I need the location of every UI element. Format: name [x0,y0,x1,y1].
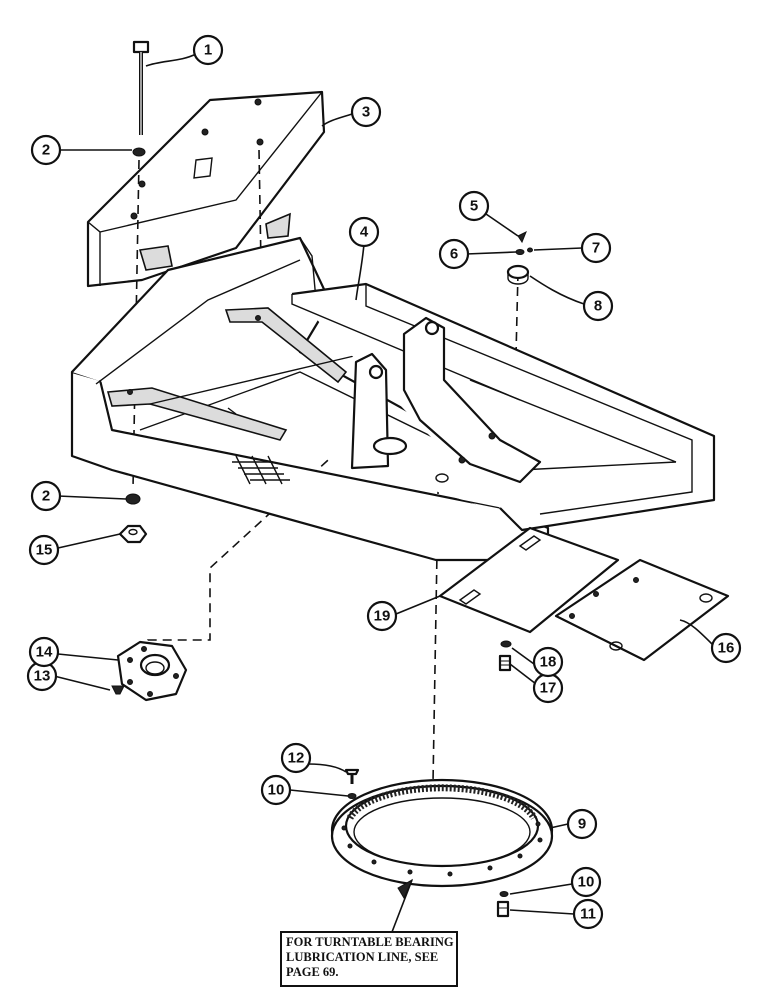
bolt-part [132,40,150,135]
svg-text:13: 13 [34,668,51,685]
callout-6: 6 [438,238,470,270]
callout-17: 17 [532,672,564,704]
callout-8: 8 [582,290,614,322]
svg-text:2: 2 [42,142,50,159]
callout-3: 3 [350,96,382,128]
svg-text:1: 1 [204,42,212,59]
svg-text:9: 9 [578,816,586,833]
flange-part [116,640,188,702]
svg-text:17: 17 [540,680,557,697]
screw-part [498,654,512,672]
upperstructure-frame-part [70,236,716,562]
washer-part [125,493,141,505]
svg-text:19: 19 [374,608,391,625]
callout-10: 10 [260,774,292,806]
turntable-bearing-part [330,778,554,888]
note-line: LUBRICATION LINE, SEE [286,950,439,964]
callout-10: 10 [570,866,602,898]
callout-1: 1 [192,34,224,66]
callout-2: 2 [30,134,62,166]
bolt-part [344,768,360,799]
svg-text:10: 10 [578,874,595,891]
svg-text:10: 10 [268,782,285,799]
svg-text:14: 14 [36,644,53,661]
callout-11: 11 [572,898,604,930]
callout-2: 2 [30,480,62,512]
small-hardware-group [506,230,533,285]
lubrication-note: FOR TURNTABLE BEARING LUBRICATION LINE, … [280,931,458,987]
callout-4: 4 [348,216,380,248]
screw-part [111,685,125,695]
svg-text:3: 3 [362,104,370,121]
svg-text:18: 18 [540,654,557,671]
note-line: PAGE 69. [286,965,339,979]
callout-7: 7 [580,232,612,264]
callout-16: 16 [710,632,742,664]
svg-text:4: 4 [360,224,369,241]
svg-text:2: 2 [42,488,50,505]
nut-part [118,524,148,544]
svg-text:11: 11 [580,906,596,923]
callout-9: 9 [566,808,598,840]
screw-part [496,900,510,918]
callout-14: 14 [28,636,60,668]
svg-text:16: 16 [718,640,735,657]
svg-text:7: 7 [592,240,600,257]
callout-15: 15 [28,534,60,566]
cover-plate-part [438,526,620,634]
callout-19: 19 [366,600,398,632]
callout-5: 5 [458,190,490,222]
svg-text:5: 5 [470,198,478,215]
svg-text:15: 15 [36,542,53,559]
washer-part [132,147,146,157]
svg-text:12: 12 [288,750,305,767]
svg-text:6: 6 [450,246,458,263]
callout-12: 12 [280,742,312,774]
svg-text:8: 8 [594,298,602,315]
note-line: FOR TURNTABLE BEARING [286,935,454,949]
cover-plate-part [554,558,730,662]
counterweight-part [86,90,326,288]
callout-18: 18 [532,646,564,678]
